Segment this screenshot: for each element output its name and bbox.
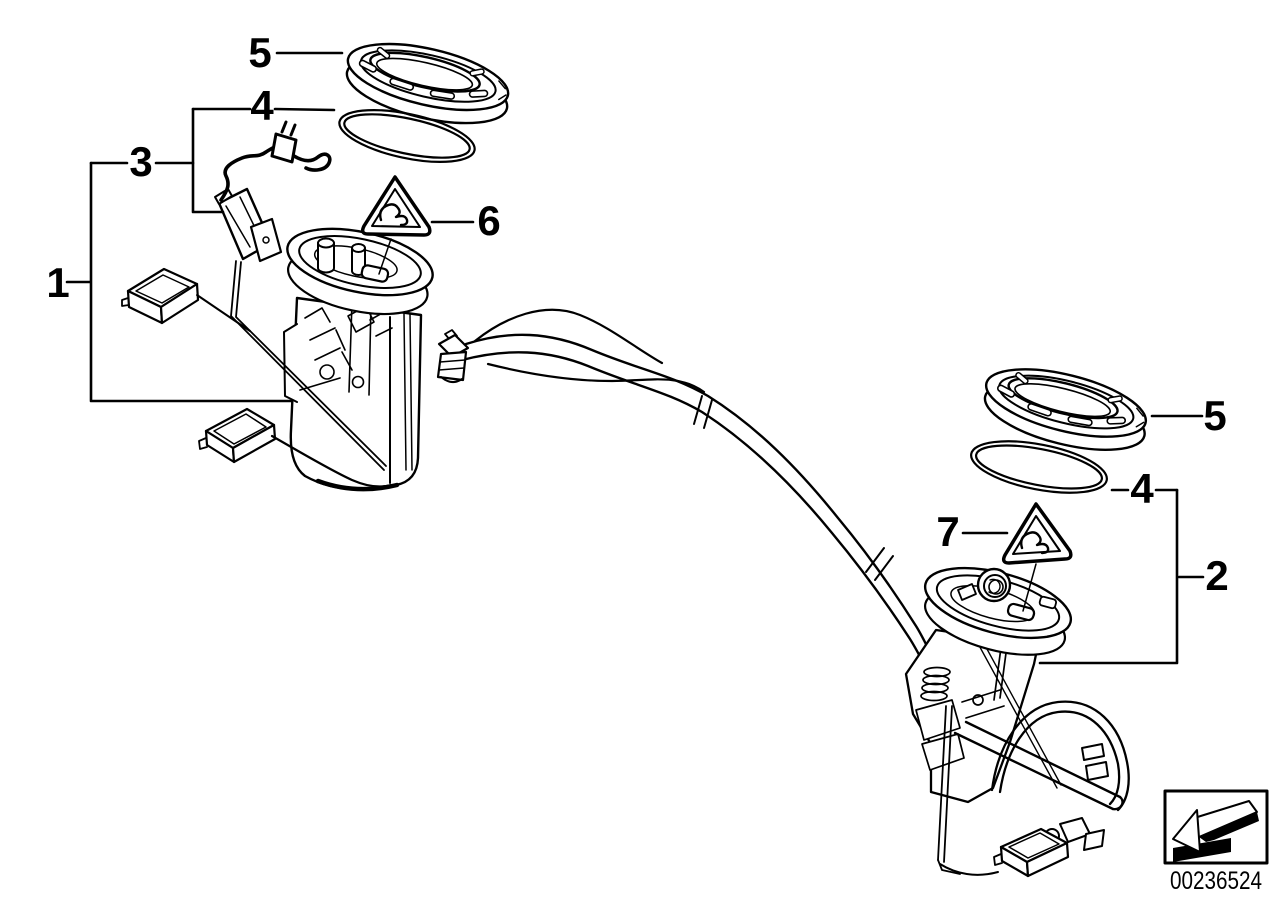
hose-elbow-fitting <box>436 329 470 383</box>
injury-hazard-glyph <box>378 203 409 227</box>
pump-internals-left <box>299 301 393 396</box>
fuel-hose-bundle <box>460 308 968 735</box>
callout-3-left[interactable]: 3 <box>129 138 152 185</box>
diagram-part-number: 00236524 <box>1170 867 1262 895</box>
float-box-lower-left <box>198 407 393 488</box>
callout-4-right[interactable]: 4 <box>1130 465 1154 512</box>
return-hose-loop <box>990 700 1130 812</box>
callout-7-right[interactable]: 7 <box>936 508 959 555</box>
locking-ring-right <box>983 368 1148 451</box>
pump-bottom-left <box>315 478 400 492</box>
fuel-level-sensor-left <box>214 120 387 471</box>
supply-hose-end <box>953 720 1124 811</box>
injury-hazard-glyph <box>1019 531 1050 555</box>
arrow-head-icon <box>1172 809 1201 853</box>
harness-plug <box>270 132 298 164</box>
o-ring-left <box>338 109 476 163</box>
flange-fittings-right <box>957 567 1057 622</box>
direction-arrow-box[interactable] <box>1163 789 1269 865</box>
callout-leader-lines <box>65 51 1205 665</box>
arrow-base-bar <box>1173 838 1231 862</box>
fuel-pump-assembly-left <box>121 120 434 492</box>
callout-6-left[interactable]: 6 <box>477 197 500 244</box>
fuel-sender-assembly-right <box>904 566 1130 878</box>
warning-triangle-right <box>1001 502 1073 612</box>
pump-body-left <box>289 296 423 491</box>
bottom-fittings-right <box>1044 817 1105 851</box>
callout-5-left[interactable]: 5 <box>248 29 271 76</box>
callout-1-left[interactable]: 1 <box>46 259 69 306</box>
flange-fittings-left <box>317 237 390 283</box>
callout-5-right[interactable]: 5 <box>1203 392 1226 439</box>
sensor-bracket-right <box>937 705 999 876</box>
float-box-upper-left <box>121 267 251 332</box>
callout-4-left[interactable]: 4 <box>250 82 274 129</box>
o-ring-right <box>970 440 1108 494</box>
float-box-right <box>993 827 1070 878</box>
float-arm-wire-left <box>230 260 387 471</box>
arrow-shadow <box>1199 812 1259 842</box>
sensor-harness-wire <box>219 144 283 202</box>
callout-2-right[interactable]: 2 <box>1205 552 1228 599</box>
locking-ring-left <box>345 42 510 125</box>
warning-triangle-left <box>360 175 432 275</box>
